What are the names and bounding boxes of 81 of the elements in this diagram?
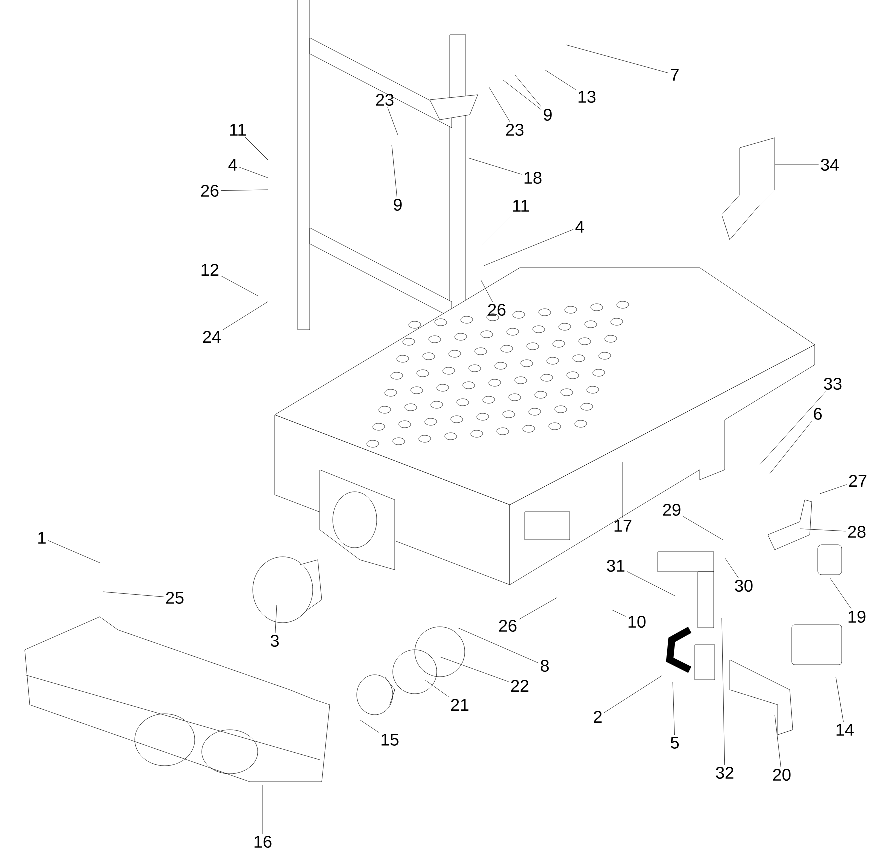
callout-number: 26 [499, 620, 517, 632]
callout-number: 11 [513, 200, 529, 212]
leader-line [514, 74, 542, 108]
leader-line [488, 86, 511, 122]
leader-line [102, 592, 164, 598]
leader-line [458, 628, 539, 664]
callout-number: 8 [541, 660, 549, 672]
callout-number: 27 [849, 475, 867, 487]
callout-number: 22 [511, 680, 529, 692]
callout-number: 10 [628, 616, 646, 628]
callout-number: 26 [201, 184, 219, 198]
leader-line [774, 164, 820, 166]
callout-number: 19 [848, 611, 866, 624]
callout-number: 23 [376, 94, 394, 106]
leader-line [544, 70, 576, 90]
leader-line [770, 422, 812, 474]
leader-line [566, 44, 669, 74]
callout-number: 16 [254, 836, 272, 848]
leader-line [480, 280, 494, 302]
leader-line [220, 276, 258, 296]
callout-number: 4 [576, 221, 584, 233]
callout-number: 12 [202, 264, 219, 276]
leader-line [484, 229, 574, 266]
callout-number: 31 [607, 560, 625, 572]
callout-number: 28 [848, 526, 866, 538]
callout-number: 26 [488, 304, 506, 316]
callout-number: 11 [230, 124, 246, 136]
leader-line [518, 598, 558, 620]
leader-line [392, 144, 398, 198]
leader-line [220, 190, 268, 191]
callout-number: 18 [524, 172, 542, 184]
leader-line [722, 618, 726, 766]
leader-line [774, 714, 782, 768]
leader-line [245, 137, 268, 160]
leader-line [760, 392, 826, 466]
leader-line [836, 676, 844, 723]
leader-line [830, 578, 852, 610]
callout-number: 30 [735, 580, 753, 592]
leader-line [502, 80, 542, 110]
callout-number: 32 [716, 767, 734, 780]
leader-line [482, 213, 514, 246]
callout-number: 1 [38, 532, 46, 544]
leader-line [626, 571, 676, 596]
leader-line [682, 516, 724, 540]
leader-line [222, 302, 268, 330]
callout-number: 24 [203, 331, 221, 343]
leader-line [468, 158, 522, 175]
callout-number: 5 [670, 737, 680, 749]
callout-number: 29 [663, 504, 681, 516]
leader-line [239, 167, 268, 178]
callout-number: 14 [836, 724, 854, 736]
callout-number: 17 [614, 520, 632, 532]
leader-line [262, 784, 264, 834]
callout-number: 33 [824, 378, 842, 390]
leader-line [440, 656, 510, 682]
callout-number: 34 [821, 158, 839, 172]
leader-line [388, 108, 398, 136]
callout-number: 9 [544, 108, 552, 122]
leader-line [48, 540, 100, 564]
callout-number: 4 [228, 159, 238, 171]
callout-number: 25 [166, 592, 184, 604]
callout-number: 13 [578, 90, 596, 104]
leader-line [604, 676, 662, 714]
callout-number: 21 [451, 699, 469, 711]
leader-line [612, 610, 626, 617]
callout-number: 7 [671, 69, 679, 81]
callout-number: 2 [594, 711, 602, 723]
leader-line [424, 680, 450, 698]
leader-line [820, 484, 848, 494]
leader-line [275, 604, 278, 634]
callout-number: 20 [773, 769, 791, 782]
callout-number: 6 [814, 408, 822, 420]
callout-number: 15 [382, 734, 399, 746]
leader-line [360, 720, 380, 733]
callout-number: 3 [270, 635, 279, 648]
callout-number: 23 [506, 124, 524, 136]
leader-line [800, 528, 846, 532]
leader-line [672, 682, 675, 736]
leader-line [724, 558, 739, 578]
callout-number: 9 [394, 198, 402, 212]
leader-line [622, 462, 624, 519]
